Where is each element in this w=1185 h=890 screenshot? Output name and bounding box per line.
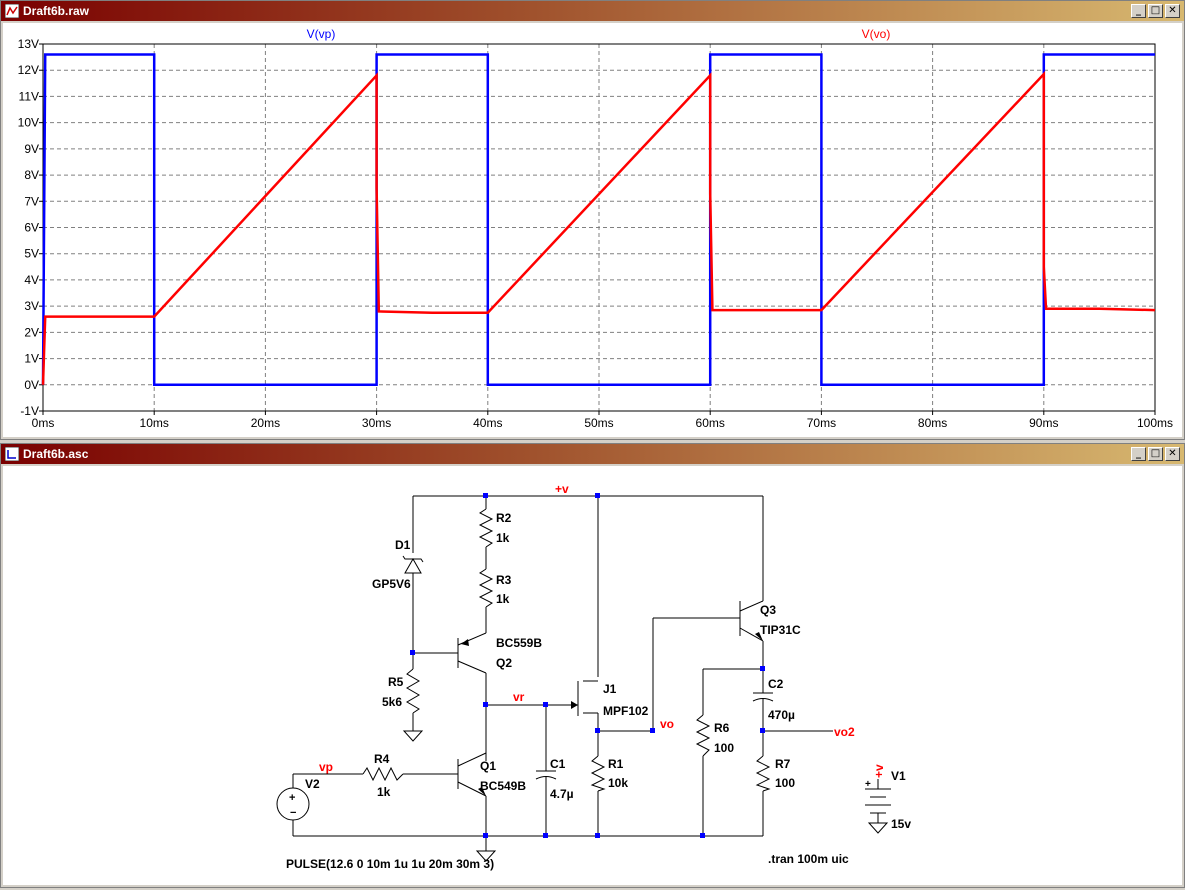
y-tick-label: 11V bbox=[19, 89, 39, 103]
v1-plus: + bbox=[865, 779, 871, 790]
resistors bbox=[362, 508, 771, 792]
j1-type: MPF102 bbox=[603, 704, 649, 718]
x-tick-label: 20ms bbox=[251, 416, 280, 430]
ground-icon bbox=[402, 730, 889, 862]
r1-value: 10k bbox=[608, 776, 628, 790]
x-tick-label: 90ms bbox=[1029, 416, 1058, 430]
v1-label: V1 bbox=[891, 769, 906, 783]
schematic-canvas[interactable]: + − + D1 GP5V6 R2 1k R3 1k BC559B Q2 R5 … bbox=[3, 466, 1182, 885]
vp-net-label: vp bbox=[319, 760, 333, 774]
q2-type: BC559B bbox=[496, 636, 542, 650]
q2-label: Q2 bbox=[496, 656, 512, 670]
r5-label: R5 bbox=[388, 675, 404, 689]
circuit-schematic[interactable]: + − + D1 GP5V6 R2 1k R3 1k BC559B Q2 R5 … bbox=[3, 466, 1182, 885]
v2-label: V2 bbox=[305, 777, 320, 791]
component-labels: D1 GP5V6 R2 1k R3 1k BC559B Q2 R5 5k6 J1… bbox=[286, 511, 911, 871]
r3-label: R3 bbox=[496, 573, 512, 587]
tran-directive: .tran 100m uic bbox=[768, 852, 849, 866]
y-tick-label: 9V bbox=[24, 142, 39, 156]
x-tick-label: 30ms bbox=[362, 416, 391, 430]
d1-value: GP5V6 bbox=[372, 577, 411, 591]
c1-label: C1 bbox=[550, 757, 566, 771]
waveform-icon bbox=[5, 4, 19, 18]
zener-diode-icon bbox=[402, 555, 424, 574]
maximize-button[interactable]: □ bbox=[1148, 4, 1163, 18]
y-tick-label: 13V bbox=[18, 37, 39, 51]
x-tick-label: 80ms bbox=[918, 416, 947, 430]
r7-label: R7 bbox=[775, 757, 791, 771]
close-button[interactable]: ✕ bbox=[1165, 447, 1180, 461]
v2-minus: − bbox=[290, 807, 296, 819]
schematic-window[interactable]: Draft6b.asc _ □ ✕ bbox=[0, 443, 1185, 888]
r7-value: 100 bbox=[775, 776, 795, 790]
vo2-net-label: vo2 bbox=[834, 725, 855, 739]
d1-label: D1 bbox=[395, 538, 411, 552]
y-tick-label: 3V bbox=[24, 299, 39, 313]
plot-titlebar[interactable]: Draft6b.raw _ □ ✕ bbox=[1, 1, 1184, 21]
schematic-icon bbox=[5, 447, 19, 461]
r1-label: R1 bbox=[608, 757, 624, 771]
r6-label: R6 bbox=[714, 721, 730, 735]
y-tick-label: 4V bbox=[24, 273, 39, 287]
y-tick-label: 10V bbox=[18, 116, 39, 130]
schematic-wires bbox=[276, 495, 891, 851]
c1-value: 4.7µ bbox=[550, 787, 574, 801]
c2-label: C2 bbox=[768, 677, 784, 691]
q3-label: Q3 bbox=[760, 603, 776, 617]
y-tick-label: 6V bbox=[24, 221, 39, 235]
y-tick-label: -1V bbox=[20, 404, 39, 418]
x-tick-label: 40ms bbox=[473, 416, 502, 430]
vcc-net-label: +v bbox=[555, 482, 569, 496]
r4-label: R4 bbox=[374, 752, 390, 766]
minimize-button[interactable]: _ bbox=[1131, 4, 1146, 18]
net-labels: +v vr vo vp vo2 +v bbox=[319, 482, 886, 778]
x-tick-label: 60ms bbox=[696, 416, 725, 430]
maximize-button[interactable]: □ bbox=[1148, 447, 1163, 461]
y-tick-label: 12V bbox=[18, 63, 39, 77]
y-tick-label: 8V bbox=[24, 168, 39, 182]
y-tick-label: 1V bbox=[24, 352, 39, 366]
v1-value: 15v bbox=[891, 817, 911, 831]
x-tick-label: 10ms bbox=[140, 416, 169, 430]
v1-net-label: +v bbox=[872, 764, 886, 778]
v2-plus: + bbox=[289, 792, 295, 804]
c2-value: 470µ bbox=[768, 708, 795, 722]
legend-vo: V(vo) bbox=[862, 27, 891, 41]
r3-value: 1k bbox=[496, 592, 510, 606]
r2-label: R2 bbox=[496, 511, 512, 525]
r6-value: 100 bbox=[714, 741, 734, 755]
q1-label: Q1 bbox=[480, 759, 496, 773]
schematic-title: Draft6b.asc bbox=[23, 447, 89, 461]
minimize-button[interactable]: _ bbox=[1131, 447, 1146, 461]
junction-dots bbox=[410, 493, 765, 838]
y-tick-label: 7V bbox=[24, 194, 39, 208]
series-line-vp bbox=[41, 53, 1155, 387]
r5-value: 5k6 bbox=[382, 695, 402, 709]
r2-value: 1k bbox=[496, 531, 510, 545]
y-tick-label: 2V bbox=[24, 325, 39, 339]
x-tick-label: 0ms bbox=[32, 416, 55, 430]
legend-vp: V(vp) bbox=[307, 27, 336, 41]
plot-title: Draft6b.raw bbox=[23, 4, 90, 18]
r4-value: 1k bbox=[377, 785, 391, 799]
x-tick-label: 100ms bbox=[1137, 416, 1173, 430]
pulse-directive: PULSE(12.6 0 10m 1u 1u 20m 30m 3) bbox=[286, 857, 494, 871]
waveform-chart[interactable]: -1V 0V 1V 2V 3V 4V 5V 6V 7V 8V 9V 10V 11V 12V 13V 0ms 10… bbox=[3, 23, 1182, 437]
j1-label: J1 bbox=[603, 682, 617, 696]
plot-window[interactable]: Draft6b.raw _ □ ✕ -1V 0V 1V 2V 3V 4V 5V 6V 7V 8V 9… bbox=[0, 0, 1185, 440]
x-tick-label: 70ms bbox=[807, 416, 836, 430]
y-tick-label: 0V bbox=[24, 378, 39, 392]
vr-net-label: vr bbox=[513, 690, 525, 704]
x-tick-label: 50ms bbox=[584, 416, 613, 430]
schematic-titlebar[interactable]: Draft6b.asc _ □ ✕ bbox=[1, 444, 1184, 464]
series-line-vo bbox=[41, 70, 1156, 385]
y-tick-label: 5V bbox=[24, 247, 39, 261]
close-button[interactable]: ✕ bbox=[1165, 4, 1180, 18]
transistor-arrows bbox=[461, 632, 763, 796]
q3-type: TIP31C bbox=[760, 623, 801, 637]
q1-type: BC549B bbox=[480, 779, 526, 793]
vo-net-label: vo bbox=[660, 717, 674, 731]
plot-area[interactable]: -1V 0V 1V 2V 3V 4V 5V 6V 7V 8V 9V 10V 11V 12V 13V 0ms 10… bbox=[3, 23, 1182, 437]
